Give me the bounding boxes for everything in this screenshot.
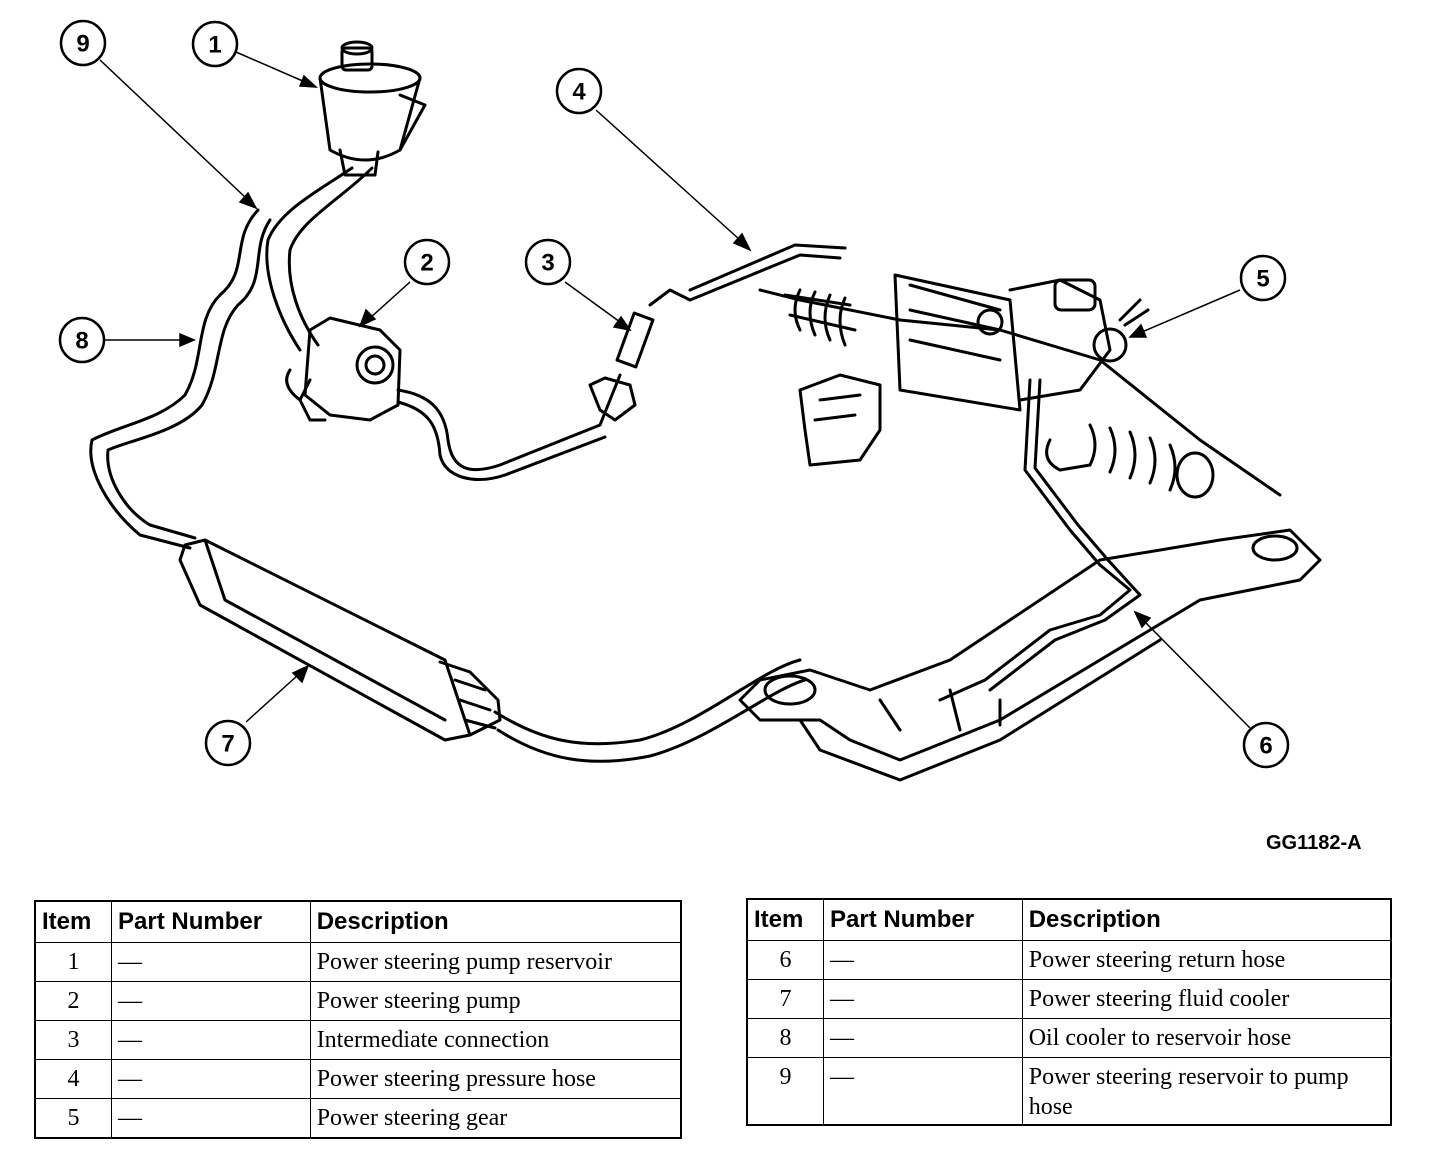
reservoir-drawing <box>318 40 427 177</box>
header-part-number: Part Number <box>823 898 1023 941</box>
leader-5 <box>1128 289 1241 338</box>
callout-1-label: 1 <box>208 32 221 59</box>
callout-3-label: 3 <box>541 250 554 277</box>
part-number-cell: — <box>111 942 311 982</box>
leader-1 <box>235 51 319 88</box>
part-number-cell: — <box>823 940 1023 980</box>
callout-9-label: 9 <box>76 31 89 58</box>
table-row: 4 — Power steering pressure hose <box>34 1059 682 1099</box>
callout-4-label: 4 <box>572 79 586 106</box>
cooler-to-reservoir-hose <box>89 208 272 550</box>
part-number-cell: — <box>823 1018 1023 1058</box>
header-part-number: Part Number <box>111 900 311 943</box>
table-row: 7 — Power steering fluid cooler <box>746 979 1392 1019</box>
description-cell: Power steering pump reservoir <box>309 942 682 982</box>
part-number-cell: — <box>823 979 1023 1019</box>
steering-gear-drawing <box>758 273 1282 499</box>
item-cell: 8 <box>746 1018 824 1058</box>
description-cell: Power steering pump <box>309 981 682 1021</box>
table-row: 2 — Power steering pump <box>34 981 682 1021</box>
callout-2-circle <box>403 238 451 286</box>
return-line <box>493 658 807 763</box>
steering-system-diagram: 1 9 2 3 4 5 8 7 6 <box>58 19 1322 782</box>
item-cell: 4 <box>34 1059 112 1099</box>
item-cell: 1 <box>34 942 112 982</box>
callout-9-circle <box>59 19 107 67</box>
item-cell: 5 <box>34 1098 112 1139</box>
part-number-cell: — <box>111 1059 311 1099</box>
callout-5-label: 5 <box>1256 266 1269 293</box>
table-row: 5 — Power steering gear <box>34 1098 682 1139</box>
pump-drawing <box>285 316 402 422</box>
leader-6 <box>1133 610 1251 729</box>
description-cell: Intermediate connection <box>309 1020 682 1060</box>
callout-5-circle <box>1239 254 1287 302</box>
fluid-cooler-drawing <box>178 538 502 742</box>
table-row: 6 — Power steering return hose <box>746 940 1392 980</box>
callout-6-circle <box>1242 721 1290 769</box>
leader-7 <box>245 664 310 723</box>
description-cell: Power steering return hose <box>1021 940 1392 980</box>
part-number-cell: — <box>111 1098 311 1139</box>
figure-id: GG1182-A <box>1266 832 1362 854</box>
header-description: Description <box>309 900 682 943</box>
callout-7-circle <box>204 719 252 767</box>
bracket-drawing <box>798 373 882 467</box>
header-item: Item <box>34 900 112 943</box>
table-row: 3 — Intermediate connection <box>34 1020 682 1060</box>
pressure-line <box>396 373 622 481</box>
item-cell: 9 <box>746 1057 824 1126</box>
callout-3-circle <box>524 238 572 286</box>
table-row: 8 — Oil cooler to reservoir hose <box>746 1018 1392 1058</box>
part-number-cell: — <box>823 1057 1023 1126</box>
crossmember-drawing <box>738 528 1322 782</box>
item-cell: 3 <box>34 1020 112 1060</box>
description-cell: Power steering fluid cooler <box>1021 979 1392 1019</box>
leader-8 <box>104 332 196 348</box>
parts-table-left: Item Part Number Description 1 — Power s… <box>34 900 682 1139</box>
reservoir-to-pump-hose <box>265 166 374 352</box>
description-cell: Oil cooler to reservoir hose <box>1021 1018 1392 1058</box>
header-item: Item <box>746 898 824 941</box>
callout-8-circle <box>58 316 106 364</box>
callout-8-label: 8 <box>75 328 88 355</box>
description-cell: Power steering pressure hose <box>309 1059 682 1099</box>
item-cell: 6 <box>746 940 824 980</box>
table-header-row: Item Part Number Description <box>34 900 682 943</box>
table-header-row: Item Part Number Description <box>746 898 1392 941</box>
table-row: 1 — Power steering pump reservoir <box>34 942 682 982</box>
item-cell: 2 <box>34 981 112 1021</box>
return-hose <box>938 378 1142 702</box>
description-cell: Power steering gear <box>309 1098 682 1139</box>
leader-3 <box>564 281 632 332</box>
leader-4 <box>595 109 752 252</box>
callout-7-label: 7 <box>221 731 234 758</box>
callout-2-label: 2 <box>420 250 433 277</box>
part-number-cell: — <box>111 1020 311 1060</box>
part-number-cell: — <box>111 981 311 1021</box>
callout-1-circle <box>191 20 239 68</box>
intermediate-connection-drawing <box>588 288 692 422</box>
header-description: Description <box>1021 898 1392 941</box>
description-cell: Power steering reservoir to pump hose <box>1021 1057 1392 1126</box>
item-cell: 7 <box>746 979 824 1019</box>
pressure-hose <box>688 243 847 302</box>
leader-9 <box>99 59 258 210</box>
table-row: 9 — Power steering reservoir to pump hos… <box>746 1057 1392 1126</box>
callout-6-label: 6 <box>1259 733 1272 760</box>
leader-2 <box>358 281 411 328</box>
parts-table-right: Item Part Number Description 6 — Power s… <box>746 898 1392 1126</box>
callout-4-circle <box>555 67 603 115</box>
